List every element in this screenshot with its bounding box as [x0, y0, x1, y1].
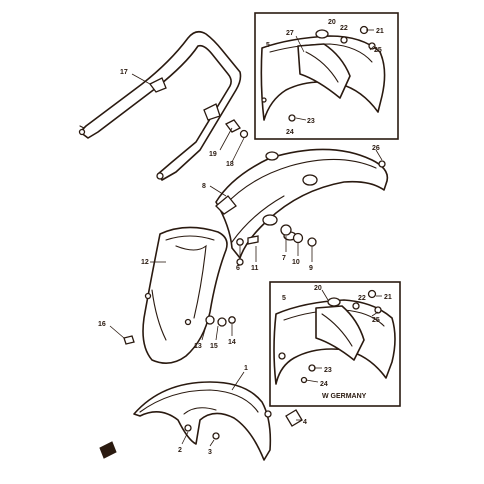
inner-flap-part: [142, 226, 228, 364]
callout-14: 14: [228, 339, 236, 346]
callout-12: 12: [141, 259, 149, 266]
rear-fender-part: [215, 148, 389, 259]
inset-bottom-label-22: 22: [358, 295, 366, 302]
grab-bar-part: [78, 30, 242, 181]
callout-26: 26: [372, 145, 380, 152]
callout-1: 1: [244, 365, 248, 372]
inset-bottom-label-20: 20: [314, 285, 322, 292]
inset-bottom-label-21: 21: [384, 294, 392, 301]
callout-11: 11: [251, 265, 259, 272]
flap-fasteners: [109, 315, 236, 345]
callout-labels: 17 19 18 26 8 12 6 11 7 10 9 16 13 15 14…: [98, 69, 380, 456]
inset-top-box: [254, 12, 399, 140]
inset-top-label-24: 24: [286, 129, 294, 136]
inset-bottom-labels: 5 20 21 25 22 23 24 W GERMANY: [282, 285, 392, 400]
inset-top-label-22: 22: [340, 25, 348, 32]
inset-top-label-21: 21: [376, 28, 384, 35]
callout-2: 2: [178, 447, 182, 454]
callout-18: 18: [226, 161, 234, 168]
inset-bottom-label-24: 24: [320, 381, 328, 388]
inset-top-label-27: 27: [286, 30, 294, 37]
callout-6: 6: [236, 265, 240, 272]
callout-9: 9: [309, 265, 313, 272]
callout-10: 10: [292, 259, 300, 266]
fastener-cluster: [236, 224, 317, 266]
callout-15: 15: [210, 343, 218, 350]
callout-7: 7: [282, 255, 286, 262]
inset-bottom-label-5: 5: [282, 295, 286, 302]
front-fender-part: [99, 371, 303, 461]
leader-lines: [131, 73, 383, 263]
bolt-group-18-19: [219, 119, 249, 163]
inset-top-label-5: 5: [266, 42, 270, 49]
callout-13: 13: [194, 343, 202, 350]
region-note-w-germany: W GERMANY: [322, 393, 367, 400]
inset-top-label-20: 20: [328, 19, 336, 26]
callout-16: 16: [98, 321, 106, 328]
inset-top-labels: 5 27 20 21 25 22 23 24: [266, 19, 384, 136]
callout-3: 3: [208, 449, 212, 456]
callout-4: 4: [303, 419, 307, 426]
callout-17: 17: [120, 69, 128, 76]
inset-top-label-25: 25: [374, 47, 382, 54]
inset-top-label-23: 23: [307, 118, 315, 125]
inset-bottom-label-23: 23: [324, 367, 332, 374]
inset-bottom-box: [269, 281, 401, 407]
inset-bottom-label-25: 25: [372, 317, 380, 324]
callout-8: 8: [202, 183, 206, 190]
callout-19: 19: [209, 151, 217, 158]
